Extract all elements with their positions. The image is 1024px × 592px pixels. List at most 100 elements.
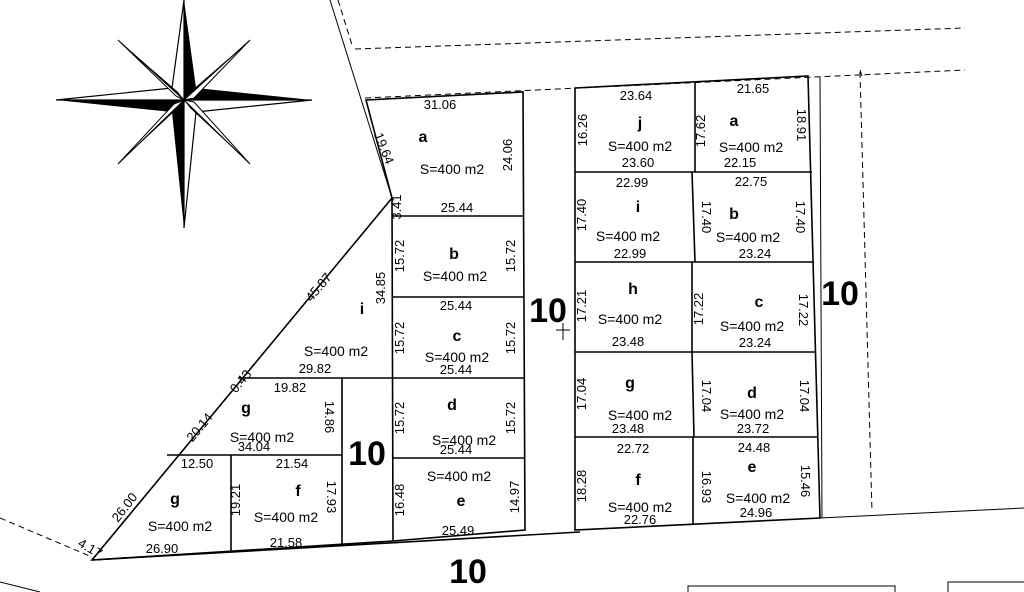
lot-c-left[interactable]: c S=400 m2 15.72 15.72 25.44 34.85: [373, 272, 518, 377]
lot-dimension: 19.21: [228, 484, 243, 517]
lot-dimension: 3.41: [389, 194, 404, 219]
lot-dimension: 17.62: [693, 115, 708, 148]
lot-name: c: [755, 294, 764, 311]
lot-name: f: [295, 483, 301, 500]
lot-area: S=400 m2: [596, 228, 660, 244]
lot-j-right[interactable]: j S=400 m2 23.64 16.26 17.62 23.60: [575, 88, 708, 170]
lot-dimension: 14.97: [507, 481, 522, 514]
road-width-label: 10: [348, 435, 386, 473]
lot-dimension: 25.44: [440, 442, 473, 457]
lot-dimension: 21.54: [276, 456, 309, 471]
lot-name: f: [635, 472, 641, 489]
lot-g-right[interactable]: g S=400 m2 17.04 23.48: [574, 375, 672, 436]
lot-dimension: 17.40: [793, 201, 808, 234]
lot-name: g: [241, 400, 251, 417]
lot-dimension: 29.82: [299, 361, 332, 376]
lot-dimension: 22.72: [617, 441, 650, 456]
lot-d-left[interactable]: d S=400 m2 15.72 15.72 25.44: [392, 397, 518, 457]
lot-dimension: 16.26: [575, 114, 590, 147]
lot-area: S=400 m2: [420, 161, 484, 177]
lot-name: b: [449, 246, 459, 263]
lot-dimension: 17.93: [324, 481, 339, 514]
lot-f-right[interactable]: f S=400 m2 22.72 18.28 22.76: [574, 441, 672, 527]
lot-dimension: 24.06: [500, 139, 515, 172]
lot-a-left[interactable]: a S=400 m2 31.06 19.64 24.06 25.44 3.41: [371, 97, 515, 220]
lot-dimension: 17.04: [699, 380, 714, 413]
lot-area: S=400 m2: [427, 468, 491, 484]
lot-b-left[interactable]: b S=400 m2 15.72 15.72 25.44: [392, 240, 518, 313]
lot-dimension: 14.86: [322, 401, 337, 434]
lot-area: S=400 m2: [230, 429, 294, 445]
lot-dimension: 25.44: [440, 298, 473, 313]
lot-f-left[interactable]: f S=400 m2 21.54 19.21 17.93 21.58: [228, 456, 339, 550]
lot-d-right[interactable]: d S=400 m2 17.04 17.04 23.72: [699, 380, 812, 436]
lot-name: a: [730, 113, 739, 130]
lot-h-right[interactable]: h S=400 m2 17.21 23.48: [574, 281, 662, 349]
lot-dimension: 18.28: [574, 470, 589, 503]
lot-area: S=400 m2: [720, 406, 784, 422]
lot-area: S=400 m2: [432, 432, 496, 448]
road-width-label: 10: [821, 275, 859, 313]
lot-dimension: 23.48: [612, 421, 645, 436]
lot-dimension: 19.82: [274, 380, 307, 395]
lot-dimension: 17.40: [574, 199, 589, 232]
lot-area: S=400 m2: [608, 407, 672, 423]
lot-e-left[interactable]: e S=400 m2 16.48 14.97 25.49: [392, 468, 522, 538]
lot-dimension: 17.04: [574, 378, 589, 411]
lot-dimension: 15.72: [392, 240, 407, 273]
lot-dimension: 15.46: [798, 465, 813, 498]
lot-dimension: 23.24: [739, 246, 772, 261]
lot-dimension: 23.48: [612, 334, 645, 349]
lot-dimension: 26.90: [146, 541, 179, 556]
lot-i-left[interactable]: i S=400 m2 45.87 29.82 0.43: [227, 270, 369, 396]
lot-b-right[interactable]: b S=400 m2 22.75 17.40 17.40 23.24: [699, 174, 808, 261]
lot-dimension: 24.96: [740, 505, 773, 520]
lot-dimension: 21.58: [270, 535, 303, 550]
lot-g-left-upper[interactable]: g S=400 m2 19.82 20.14 14.86 34.04: [183, 380, 337, 454]
lot-e-right[interactable]: e S=400 m2 24.48 16.93 15.46 24.96: [699, 440, 813, 520]
lot-dimension: 31.06: [424, 97, 457, 112]
lot-i-right[interactable]: i S=400 m2 22.99 17.40 22.99: [574, 175, 660, 261]
lot-dimension: 20.14: [183, 410, 215, 445]
lot-name: e: [457, 493, 466, 510]
road-width-label: 10: [449, 553, 487, 591]
lot-dimension: 15.72: [503, 240, 518, 273]
lot-area: S=400 m2: [719, 139, 783, 155]
lot-g-left-lower[interactable]: g S=400 m2 12.50 26.00 26.90 4.17: [76, 456, 214, 561]
lot-a-right[interactable]: a S=400 m2 21.65 18.91 22.15: [719, 81, 809, 170]
lot-name: e: [748, 459, 757, 476]
lot-name: d: [447, 397, 457, 414]
lot-dimension: 12.50: [181, 456, 214, 471]
lot-dimension: 15.72: [392, 322, 407, 355]
lot-dimension: 16.93: [699, 471, 714, 504]
road-labels: 10 10 10 10: [348, 275, 859, 591]
lot-dimension: 15.72: [503, 402, 518, 435]
lot-dimension: 21.65: [737, 81, 770, 96]
lot-area: S=400 m2: [608, 138, 672, 154]
lot-dimension: 15.72: [392, 402, 407, 435]
lot-dimension: 24.48: [738, 440, 771, 455]
lot-dimension: 34.85: [373, 272, 388, 305]
lot-dimension: 17.21: [574, 290, 589, 323]
lot-dimension: 22.75: [735, 174, 768, 189]
lot-dimension: 23.72: [737, 421, 770, 436]
lot-dimension: 17.22: [691, 293, 706, 326]
lot-c-right[interactable]: c S=400 m2 17.22 17.22 23.24: [691, 293, 811, 350]
lot-name: d: [747, 385, 757, 402]
lot-area: S=400 m2: [148, 518, 212, 534]
lot-dimension: 17.22: [796, 294, 811, 327]
lot-area: S=400 m2: [716, 229, 780, 245]
lot-area: S=400 m2: [254, 509, 318, 525]
lot-area: S=400 m2: [726, 490, 790, 506]
lot-area: S=400 m2: [423, 268, 487, 284]
lot-name: i: [360, 301, 364, 318]
lot-dimension: 25.44: [440, 362, 473, 377]
lot-dimension: 45.87: [302, 270, 334, 305]
lot-name: b: [729, 206, 739, 223]
road-width-label: 10: [529, 292, 567, 330]
lot-dimension: 23.64: [620, 88, 653, 103]
lot-dimension: 22.99: [614, 246, 647, 261]
lot-outlines: [90, 75, 821, 561]
lot-area: S=400 m2: [598, 311, 662, 327]
lot-dimension: 22.76: [624, 512, 657, 527]
